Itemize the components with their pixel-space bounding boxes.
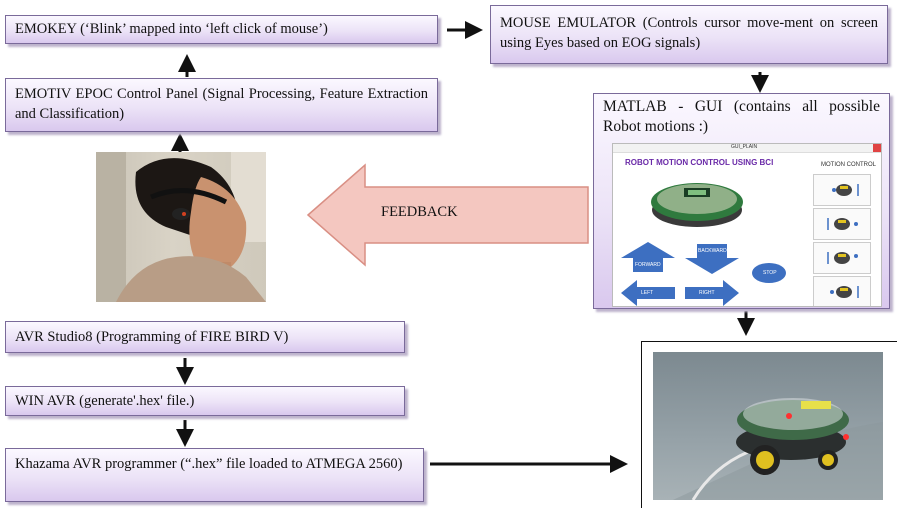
khazama-text: Khazama AVR programmer (“.hex” file load…	[15, 456, 403, 472]
gui-left-label: LEFT	[641, 290, 654, 296]
robot-icon	[827, 218, 858, 230]
matlab-gui-screenshot: GUI_PLAIN ROBOT MOTION CONTROL USING BCI…	[612, 143, 882, 307]
mouse-emulator-text: MOUSE EMULATOR (Controls cursor move-men…	[500, 15, 878, 51]
motion-control-panel-2[interactable]	[813, 208, 871, 240]
gui-forward-label: FORWARD	[635, 262, 661, 268]
robot-icon	[830, 286, 859, 298]
gui-backward-button[interactable]	[683, 242, 741, 276]
motion-control-panel-1[interactable]	[813, 174, 871, 206]
robot-photo-frame	[641, 341, 897, 508]
robot-icon	[832, 184, 859, 196]
gui-window-title: GUI_PLAIN	[731, 144, 758, 150]
person-with-eeg-headset	[96, 152, 266, 302]
feedback-label: FEEDBACK	[381, 204, 458, 220]
robot-icon	[827, 252, 858, 264]
win-avr-text: WIN AVR (generate'.hex' file.)	[15, 393, 195, 409]
matlab-gui-text: MATLAB - GUI (contains all possible Robo…	[603, 98, 880, 135]
win-avr-box: WIN AVR (generate'.hex' file.)	[5, 386, 405, 416]
mouse-emulator-box: MOUSE EMULATOR (Controls cursor move-men…	[490, 5, 888, 64]
robot-photo	[653, 352, 883, 500]
gui-stop-label: STOP	[763, 270, 777, 276]
gui-right-label: RIGHT	[699, 290, 715, 296]
khazama-box: Khazama AVR programmer (“.hex” file load…	[5, 448, 424, 502]
gui-backward-label: BACKWARD	[698, 248, 727, 254]
motion-control-panel-3[interactable]	[813, 242, 871, 274]
firebird-robot	[673, 398, 883, 500]
emotiv-box: EMOTIV EPOC Control Panel (Signal Proces…	[5, 78, 438, 132]
avr-studio-text: AVR Studio8 (Programming of FIRE BIRD V)	[15, 329, 289, 345]
gui-stop-button[interactable]	[749, 260, 789, 286]
gui-left-button[interactable]	[619, 278, 677, 307]
feedback-arrow	[306, 163, 589, 267]
gui-robot-image	[651, 183, 743, 227]
avr-studio-box: AVR Studio8 (Programming of FIRE BIRD V)	[5, 321, 405, 353]
gui-title: ROBOT MOTION CONTROL USING BCI	[625, 158, 774, 167]
emokey-text: EMOKEY (‘Blink’ mapped into ‘left click …	[15, 21, 328, 37]
gui-close-icon	[873, 144, 881, 152]
gui-window-titlebar: GUI_PLAIN	[613, 144, 881, 153]
emotiv-text: EMOTIV EPOC Control Panel (Signal Proces…	[15, 86, 428, 122]
headset-photo	[96, 152, 266, 302]
motion-control-panel-4[interactable]	[813, 276, 871, 306]
emokey-box: EMOKEY (‘Blink’ mapped into ‘left click …	[5, 15, 438, 44]
gui-side-title: MOTION CONTROL	[821, 162, 876, 168]
gui-forward-button[interactable]	[619, 240, 677, 274]
gui-right-button[interactable]	[683, 278, 741, 307]
